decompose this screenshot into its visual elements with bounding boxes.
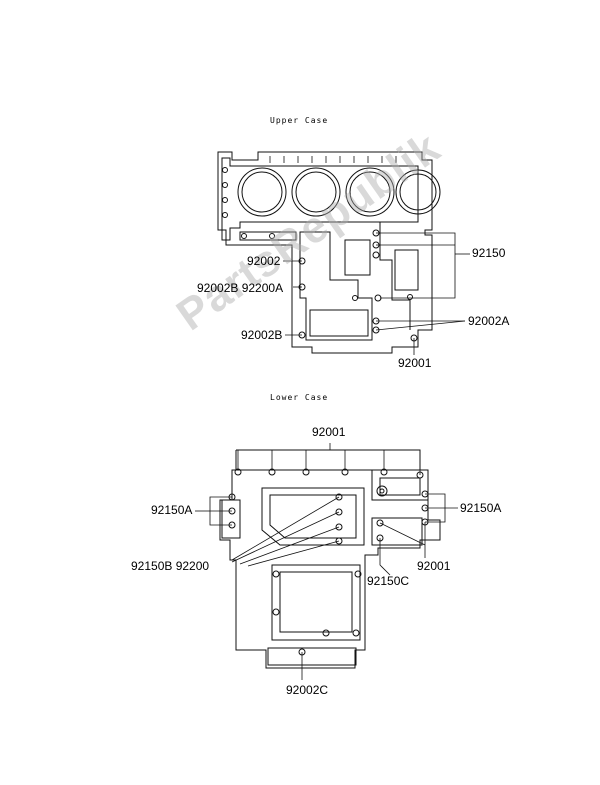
upper-case-drawing xyxy=(217,151,470,355)
part-label-92001-right[interactable]: 92001 xyxy=(417,559,451,573)
part-label-92001-upper[interactable]: 92001 xyxy=(398,356,432,370)
part-label-92002c[interactable]: 92002C xyxy=(286,683,329,697)
part-label-92150a-right[interactable]: 92150A xyxy=(460,501,502,515)
part-label-92150c[interactable]: 92150C xyxy=(367,574,410,588)
upper-case-title: Upper Case xyxy=(270,116,329,125)
part-label-92001-top[interactable]: 92001 xyxy=(312,425,346,439)
part-label-92150b-92200[interactable]: 92150B 92200 xyxy=(131,559,210,573)
part-label-92150a-left[interactable]: 92150A xyxy=(151,503,193,517)
lower-case-drawing xyxy=(195,443,458,680)
part-label-92002[interactable]: 92002 xyxy=(247,254,281,268)
part-label-92150[interactable]: 92150 xyxy=(472,246,506,260)
part-label-92002b-92200a[interactable]: 92002B 92200A xyxy=(197,281,284,295)
part-label-92002b[interactable]: 92002B xyxy=(241,328,283,342)
part-label-92002a[interactable]: 92002A xyxy=(468,314,510,328)
lower-case-title: Lower Case xyxy=(270,393,329,402)
